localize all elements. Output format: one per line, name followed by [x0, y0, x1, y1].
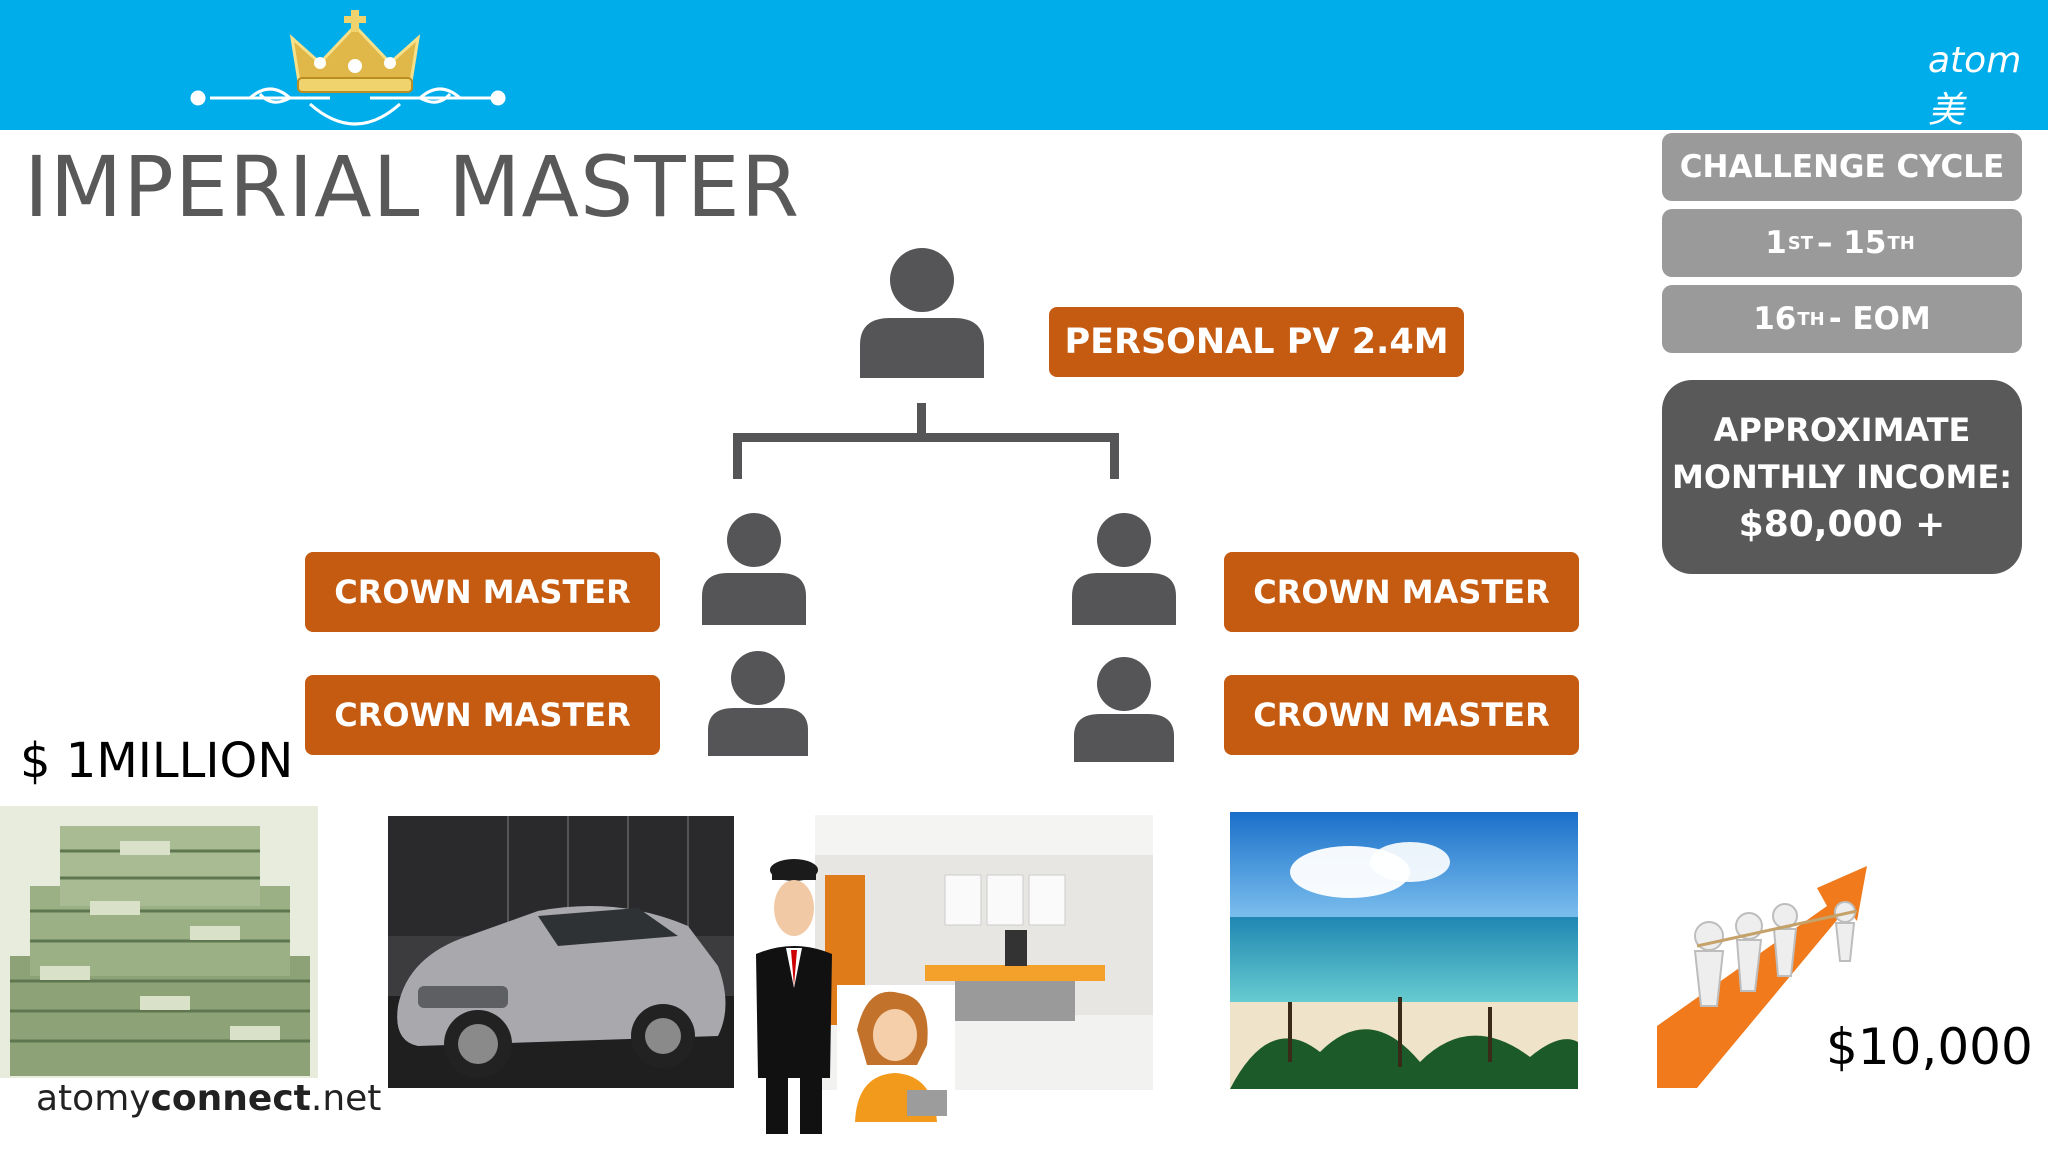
income-line-2: MONTHLY INCOME: [1671, 457, 2013, 496]
crown-icon [190, 10, 506, 126]
person-icon-right-2 [1097, 657, 1151, 711]
cycle2-start-sup: TH [1797, 308, 1825, 330]
tug-of-war-arrow-figure [1657, 866, 1867, 1088]
income-box: APPROXIMATE MONTHLY INCOME: $80,000 + [1662, 380, 2022, 574]
chauffeur-figure [756, 859, 832, 1134]
person-icon-left-2 [731, 651, 785, 705]
ten-thousand-label: $10,000 [1826, 1018, 2033, 1076]
crown-master-badge-right-2: CROWN MASTER [1224, 675, 1579, 755]
person-icon-top-body [860, 318, 984, 378]
cycle2-rest: - EOM [1828, 301, 1931, 337]
crown-master-badge-left-1: CROWN MASTER [305, 552, 660, 632]
person-icon-left-1 [727, 513, 781, 567]
brand-logo: atom美 [1928, 40, 2022, 131]
million-label: $ 1MILLION [20, 733, 294, 789]
website-url: atomyconnect.net [36, 1078, 381, 1119]
website-prefix: atomy [36, 1078, 151, 1119]
cycle1-end-sup: TH [1887, 232, 1915, 254]
income-line-3: $80,000 + [1738, 503, 1946, 545]
website-suffix: .net [310, 1078, 382, 1119]
beach-photo [1230, 812, 1578, 1089]
person-icon-top [890, 248, 954, 312]
personal-pv-badge: PERSONAL PV 2.4M [1049, 307, 1464, 377]
website-bold: connect [150, 1078, 311, 1119]
crown-master-badge-left-2: CROWN MASTER [305, 675, 660, 755]
challenge-cycle-title: CHALLENGE CYCLE [1662, 133, 2022, 201]
money-stack-photo [0, 806, 318, 1078]
page-title: IMPERIAL MASTER [24, 138, 801, 236]
crown-master-badge-right-1: CROWN MASTER [1224, 552, 1579, 632]
cycle1-start-sup: ST [1787, 232, 1814, 254]
cycle1-sep: – 15 [1817, 225, 1887, 261]
cycle2-start: 16 [1753, 301, 1797, 337]
secretary-figure [837, 985, 955, 1122]
income-line-1: APPROXIMATE [1713, 410, 1971, 449]
person-icon-right-1 [1097, 513, 1151, 567]
cycle1-start: 1 [1765, 225, 1787, 261]
car-photo [388, 816, 734, 1088]
